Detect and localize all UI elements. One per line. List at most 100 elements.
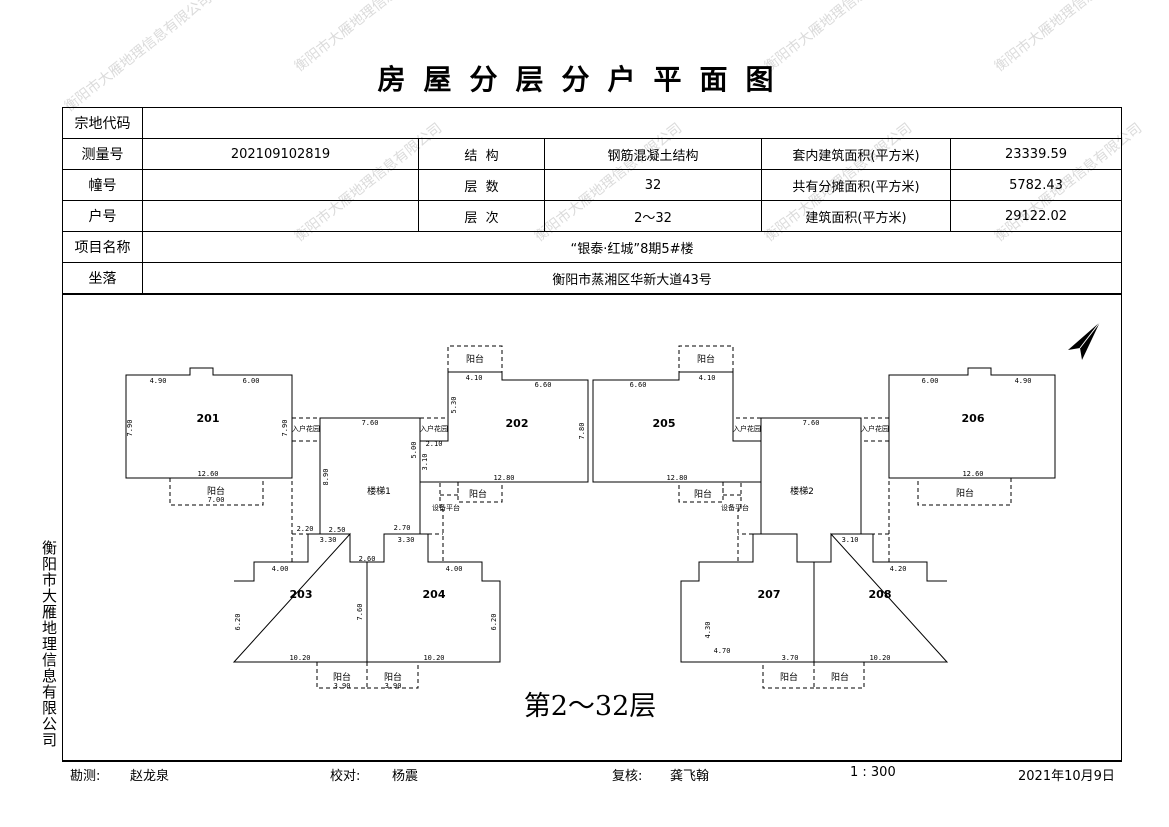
info-table: 宗地代码 测量号 202109102819 结 构 钢筋混凝土结构 套内建筑面积… [62, 107, 1122, 294]
room-203: 203 [290, 588, 313, 601]
dim: 7.60 [803, 419, 820, 427]
dim: 2.70 [394, 524, 411, 532]
company-vertical-text: 衡阳市大雁地理信息有限公司 [40, 540, 58, 748]
dim: 4.70 [714, 647, 731, 655]
garden-label: 入户花园 [420, 424, 448, 433]
plan-frame [62, 294, 1122, 762]
dim: 5.30 [450, 397, 458, 414]
reviewer: 龚飞翰 [670, 769, 710, 784]
dim: 7.80 [578, 423, 586, 440]
dim: 3.30 [398, 536, 415, 544]
north-arrow-icon [1068, 321, 1101, 360]
room-205: 205 [653, 417, 676, 430]
dim: 12.80 [666, 474, 687, 482]
location: 衡阳市蒸湘区华新大道43号 [142, 262, 1122, 294]
room-207: 207 [758, 588, 781, 601]
floor-caption: 第2～32层 [524, 691, 657, 722]
balcony-label: 阳台 [466, 353, 484, 365]
equipment-label: 设备平台 [432, 503, 460, 512]
left-building-outline [125, 345, 589, 689]
garden-label: 入户花园 [292, 424, 320, 433]
dim: 4.00 [446, 565, 463, 573]
room-206: 206 [962, 412, 985, 425]
unit-no [142, 200, 419, 232]
garden-label: 入户花园 [861, 424, 889, 433]
dim: 6.60 [535, 381, 552, 389]
dim: 10.20 [289, 654, 310, 662]
dim: 7.60 [356, 604, 364, 621]
dim: 6.00 [922, 377, 939, 385]
dim: 6.60 [630, 381, 647, 389]
checker: 杨震 [392, 769, 419, 784]
balcony-label: 阳台 [697, 353, 715, 365]
page-title: 房屋分层分户平面图 [377, 63, 792, 96]
room-204: 204 [423, 588, 446, 601]
dim: 2.50 [329, 526, 346, 534]
project-name: “银泰·红城”8期5#楼 [142, 231, 1122, 263]
balcony-label: 阳台 [831, 671, 849, 683]
structure: 钢筋混凝土结构 [544, 138, 762, 170]
parcel-code-label: 宗地代码 [62, 107, 143, 139]
dim: 4.30 [704, 622, 712, 639]
dim: 7.90 [126, 420, 134, 437]
dim: 12.60 [197, 470, 218, 478]
dim: 3.90 [385, 682, 402, 690]
floor-range: 2～32 [544, 200, 762, 232]
floors-label: 层 数 [418, 169, 545, 201]
review-label: 复核: [612, 769, 643, 784]
dim: 3.30 [320, 536, 337, 544]
dim: 7.90 [281, 420, 289, 437]
balcony-label: 阳台 [780, 671, 798, 683]
balcony-label: 阳台 [469, 488, 487, 500]
room-208: 208 [869, 588, 892, 601]
dim: 2.20 [297, 525, 314, 533]
dim: 2.10 [426, 440, 443, 448]
dim: 4.10 [699, 374, 716, 382]
stair-1-label: 楼梯1 [367, 485, 391, 497]
garden-label: 入户花园 [733, 424, 761, 433]
dim: 2.60 [359, 555, 376, 563]
dim: 8.90 [322, 469, 330, 486]
location-label: 坐落 [62, 262, 143, 294]
date: 2021年10月9日 [1018, 769, 1115, 784]
build-area: 29122.02 [950, 200, 1122, 232]
surveyor: 赵龙泉 [130, 769, 170, 784]
dim: 10.20 [423, 654, 444, 662]
building-no [142, 169, 419, 201]
floors: 32 [544, 169, 762, 201]
dim: 4.00 [272, 565, 289, 573]
room-201: 201 [197, 412, 220, 425]
balcony-label: 阳台 [384, 671, 402, 683]
survey-label: 勘测: [70, 769, 101, 784]
right-building-outline [592, 345, 1056, 689]
dim: 6.20 [490, 614, 498, 631]
dim: 4.90 [1015, 377, 1032, 385]
dim: 7.60 [362, 419, 379, 427]
equipment-label: 设备平台 [721, 503, 749, 512]
dim: 4.20 [890, 565, 907, 573]
dim: 12.60 [962, 470, 983, 478]
balcony-label: 阳台 [207, 485, 225, 497]
stair-2-label: 楼梯2 [790, 485, 814, 497]
balcony-label: 阳台 [333, 671, 351, 683]
balcony-label: 阳台 [956, 487, 974, 499]
dim: 12.80 [493, 474, 514, 482]
dim: 6.00 [243, 377, 260, 385]
check-label: 校对: [330, 769, 361, 784]
dim: 7.00 [208, 496, 225, 504]
dim: 3.70 [782, 654, 799, 662]
dim: 3.10 [421, 454, 429, 471]
dim: 10.20 [869, 654, 890, 662]
balcony-label: 阳台 [694, 488, 712, 500]
dim: 4.90 [150, 377, 167, 385]
room-202: 202 [506, 417, 529, 430]
inner-area-label: 套内建筑面积(平方米) [761, 138, 951, 170]
scale: 1 : 300 [850, 765, 896, 780]
dim: 3.90 [334, 682, 351, 690]
shared-area-label: 共有分摊面积(平方米) [761, 169, 951, 201]
dim: 6.20 [234, 614, 242, 631]
dim: 5.00 [410, 442, 418, 459]
building-no-label: 幢号 [62, 169, 143, 201]
dim: 3.10 [842, 536, 859, 544]
